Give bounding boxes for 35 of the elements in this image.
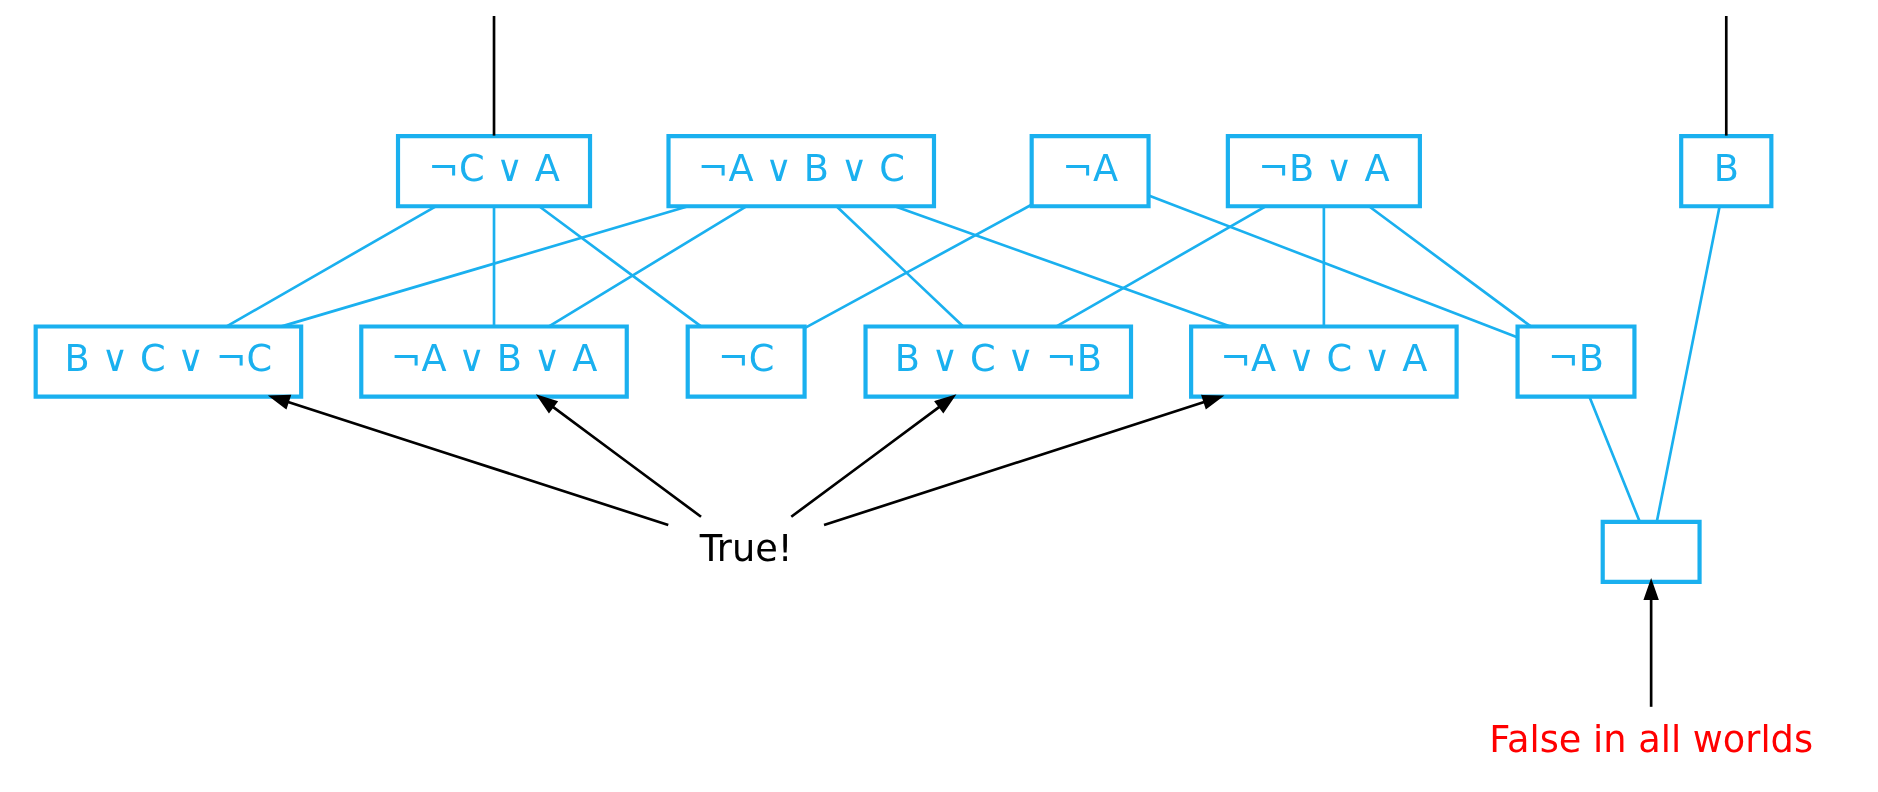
node-box — [1600, 519, 1702, 585]
connector — [835, 205, 964, 328]
arrow — [790, 394, 957, 518]
connector — [804, 203, 1032, 329]
connector — [226, 205, 437, 328]
connector — [1148, 194, 1518, 339]
node-box: ¬B — [1515, 324, 1637, 399]
connector — [1055, 205, 1267, 328]
arrow — [535, 394, 702, 518]
node-text: True! — [699, 527, 793, 571]
node-box: B ∨ C ∨ ¬B — [863, 324, 1134, 399]
connector — [1368, 205, 1532, 328]
node-box: ¬A ∨ B ∨ C — [666, 134, 937, 209]
node-box: ¬A ∨ C ∨ A — [1189, 324, 1459, 399]
connector — [281, 205, 689, 328]
node-text: False in all worlds — [1489, 717, 1814, 761]
arrow — [1643, 577, 1659, 707]
connector — [1655, 206, 1721, 522]
connector — [894, 205, 1231, 328]
connector — [1724, 16, 1728, 136]
arrow — [823, 394, 1225, 527]
connector — [492, 16, 496, 136]
node-box: B ∨ C ∨ ¬C — [33, 324, 304, 399]
node-box: ¬C ∨ A — [395, 134, 593, 209]
node-box: ¬C — [685, 324, 807, 399]
node-box: B — [1679, 134, 1774, 209]
connector — [548, 205, 747, 328]
node-box: ¬A ∨ B ∨ A — [359, 324, 629, 399]
connector — [1588, 396, 1641, 522]
node-box: ¬B ∨ A — [1225, 134, 1422, 209]
connector — [1322, 206, 1326, 327]
arrow — [267, 394, 669, 527]
node-box: ¬A — [1029, 134, 1151, 209]
connector — [492, 206, 496, 327]
connector — [538, 205, 702, 328]
